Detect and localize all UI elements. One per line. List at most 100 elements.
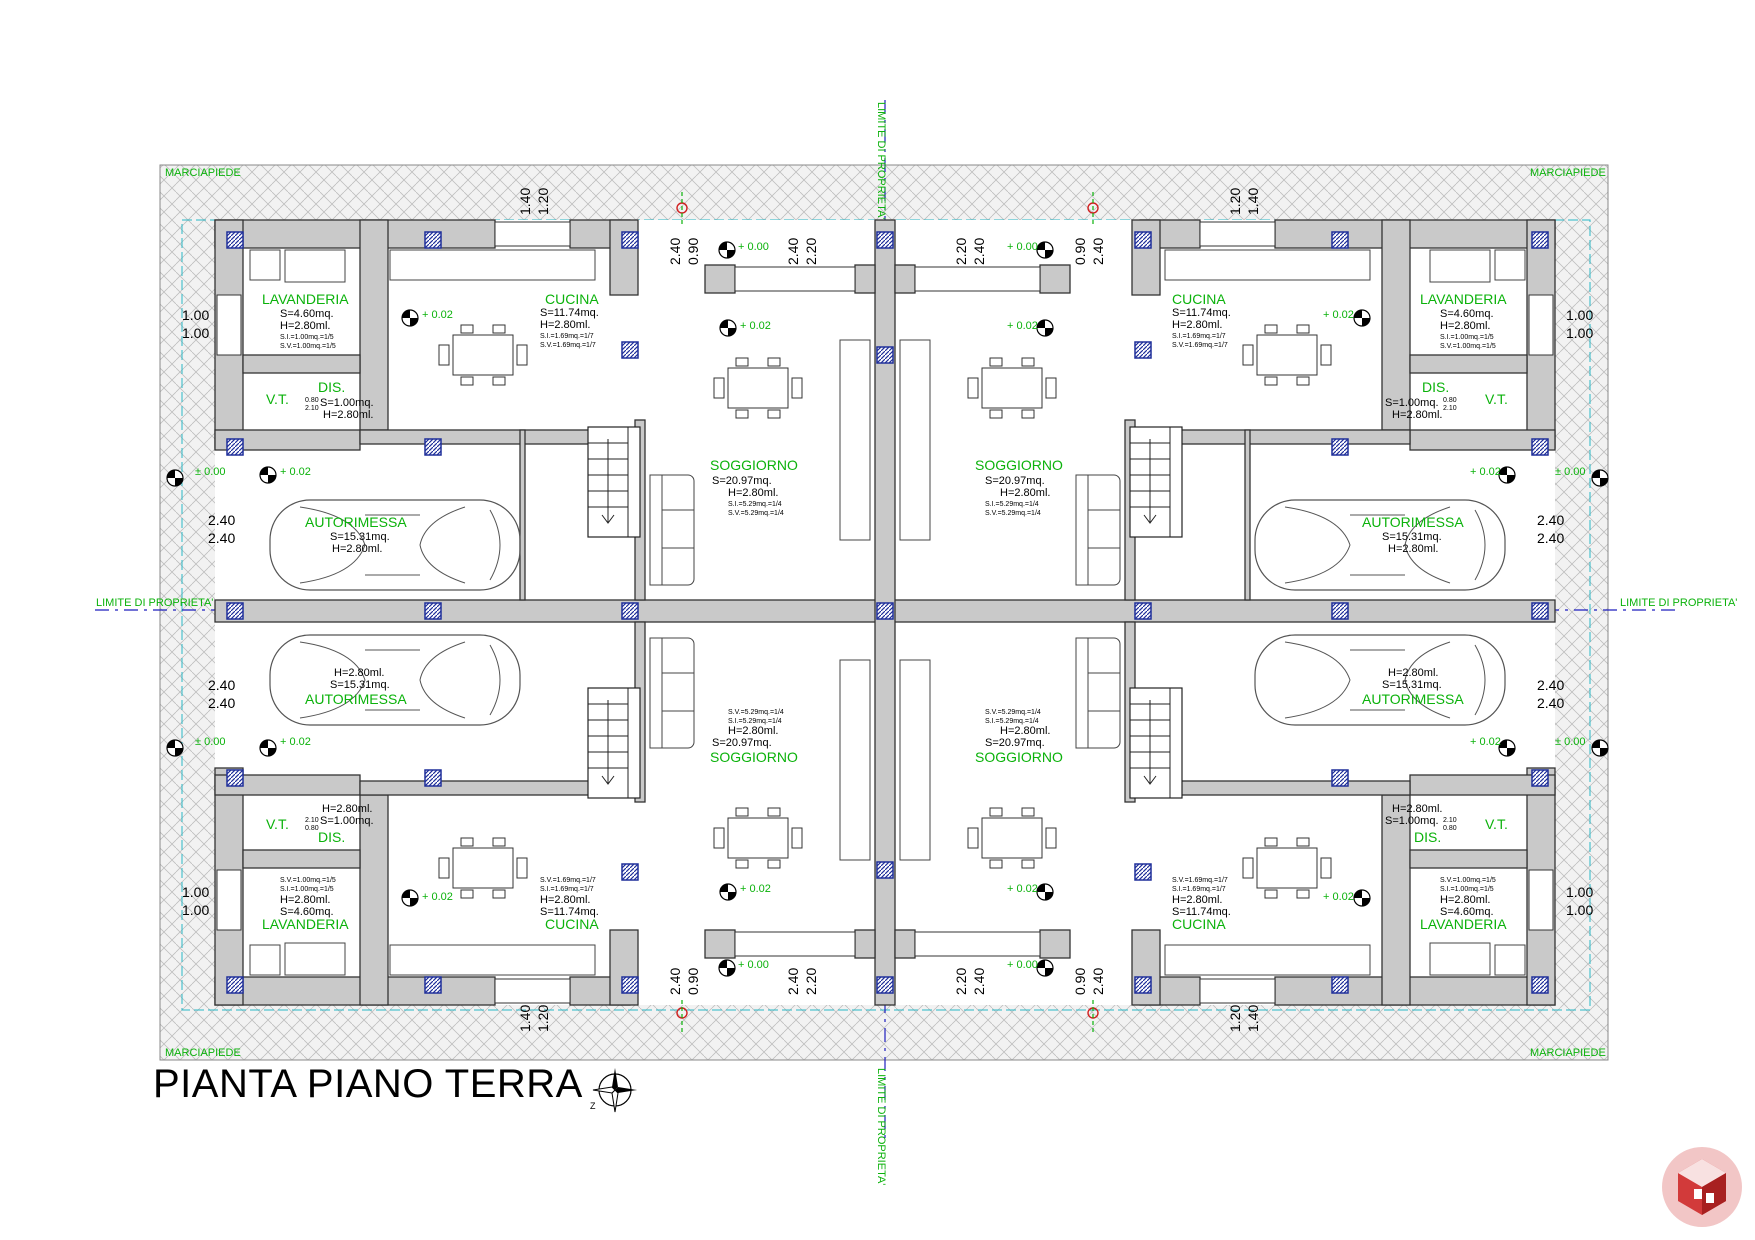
svg-text:+ 0.02: + 0.02 [1470, 736, 1501, 748]
svg-text:+ 0.02: + 0.02 [1007, 883, 1038, 895]
svg-text:1.20: 1.20 [1227, 1005, 1243, 1032]
svg-text:± 0.00: ± 0.00 [195, 736, 226, 748]
svg-text:2.40: 2.40 [1537, 530, 1564, 546]
svg-text:Z: Z [590, 1101, 596, 1111]
sidewalk-label-tl: MARCIAPIEDE [165, 167, 241, 179]
svg-text:1.40: 1.40 [1245, 188, 1261, 215]
svg-text:H=2.80ml.: H=2.80ml. [1388, 667, 1438, 679]
svg-text:+ 0.02: + 0.02 [1323, 891, 1354, 903]
svg-text:1.20: 1.20 [1227, 188, 1243, 215]
svg-text:+ 0.00: + 0.00 [1007, 241, 1038, 253]
svg-text:S=15.31mq.: S=15.31mq. [330, 531, 390, 543]
svg-text:H=2.80ml.: H=2.80ml. [332, 543, 382, 555]
boundary-label-right: LIMITE DI PROPRIETA' [1620, 597, 1737, 609]
svg-text:1.00: 1.00 [1566, 884, 1593, 900]
svg-text:S=15.31mq.: S=15.31mq. [1382, 531, 1442, 543]
svg-text:H=2.80ml.: H=2.80ml. [540, 894, 590, 906]
svg-text:S=20.97mq.: S=20.97mq. [712, 737, 772, 749]
svg-text:S=1.00mq.: S=1.00mq. [320, 397, 374, 409]
svg-text:+ 0.02: + 0.02 [280, 466, 311, 478]
svg-text:S.I.=1.69mq.=1/7: S.I.=1.69mq.=1/7 [1172, 886, 1226, 893]
svg-text:0.90: 0.90 [1072, 968, 1088, 995]
svg-text:DIS.: DIS. [318, 829, 345, 845]
svg-text:S.V.=1.69mq.=1/7: S.V.=1.69mq.=1/7 [1172, 342, 1228, 349]
svg-text:SOGGIORNO: SOGGIORNO [975, 749, 1063, 765]
svg-text:AUTORIMESSA: AUTORIMESSA [1362, 691, 1464, 707]
svg-text:S=15.31mq.: S=15.31mq. [1382, 679, 1442, 691]
svg-text:S.I.=5.29mq.=1/4: S.I.=5.29mq.=1/4 [728, 501, 782, 508]
svg-text:1.00: 1.00 [182, 902, 209, 918]
svg-text:S.V.=5.29mq.=1/4: S.V.=5.29mq.=1/4 [985, 709, 1041, 716]
svg-text:H=2.80ml.: H=2.80ml. [728, 487, 778, 499]
svg-text:S.V.=1.69mq.=1/7: S.V.=1.69mq.=1/7 [540, 342, 596, 349]
svg-text:DIS.: DIS. [318, 379, 345, 395]
svg-text:+ 0.02: + 0.02 [280, 736, 311, 748]
svg-text:1.20: 1.20 [535, 188, 551, 215]
svg-text:2.40: 2.40 [208, 512, 235, 528]
svg-text:2.40: 2.40 [785, 238, 801, 265]
svg-text:S.V.=1.00mq.=1/5: S.V.=1.00mq.=1/5 [1440, 343, 1496, 350]
svg-text:2.10: 2.10 [1443, 817, 1457, 824]
svg-text:2.40: 2.40 [785, 968, 801, 995]
svg-text:0.90: 0.90 [685, 238, 701, 265]
svg-text:LAVANDERIA: LAVANDERIA [1420, 916, 1507, 932]
svg-text:H=2.80ml.: H=2.80ml. [322, 803, 372, 815]
svg-text:S=4.60mq.: S=4.60mq. [280, 308, 334, 320]
svg-text:V.T.: V.T. [266, 391, 289, 407]
svg-text:2.40: 2.40 [667, 238, 683, 265]
svg-text:S.I.=1.00mq.=1/5: S.I.=1.00mq.=1/5 [280, 334, 334, 341]
unit-bottom-left: H=2.80ml. S=15.31mq. AUTORIMESSA S.V.=5.… [262, 667, 798, 932]
logo-icon [1662, 1147, 1742, 1227]
svg-text:2.40: 2.40 [1537, 695, 1564, 711]
svg-text:S.I.=1.69mq.=1/7: S.I.=1.69mq.=1/7 [540, 333, 594, 340]
svg-text:2.40: 2.40 [1090, 238, 1106, 265]
svg-text:1.00: 1.00 [1566, 902, 1593, 918]
svg-text:0.90: 0.90 [1072, 238, 1088, 265]
svg-text:1.20: 1.20 [535, 1005, 551, 1032]
svg-text:0.80: 0.80 [305, 825, 319, 832]
svg-text:2.10: 2.10 [1443, 405, 1457, 412]
svg-text:2.40: 2.40 [667, 968, 683, 995]
svg-text:2.40: 2.40 [1090, 968, 1106, 995]
svg-text:+ 0.00: + 0.00 [1007, 959, 1038, 971]
svg-text:AUTORIMESSA: AUTORIMESSA [1362, 514, 1464, 530]
svg-text:S=4.60mq.: S=4.60mq. [1440, 906, 1494, 918]
svg-text:+ 0.00: + 0.00 [738, 959, 769, 971]
drawing-title: PIANTA PIANO TERRA [153, 1062, 583, 1106]
svg-text:0.90: 0.90 [685, 968, 701, 995]
svg-text:2.40: 2.40 [1537, 677, 1564, 693]
svg-text:AUTORIMESSA: AUTORIMESSA [305, 514, 407, 530]
svg-text:H=2.80ml.: H=2.80ml. [1440, 894, 1490, 906]
svg-text:H=2.80ml.: H=2.80ml. [280, 320, 330, 332]
svg-text:H=2.80ml.: H=2.80ml. [1000, 725, 1050, 737]
svg-text:+ 0.02: + 0.02 [740, 883, 771, 895]
svg-text:S.V.=5.29mq.=1/4: S.V.=5.29mq.=1/4 [728, 709, 784, 716]
svg-text:CUCINA: CUCINA [1172, 916, 1226, 932]
svg-text:2.40: 2.40 [971, 238, 987, 265]
svg-text:0.80: 0.80 [1443, 825, 1457, 832]
svg-text:S.V.=1.69mq.=1/7: S.V.=1.69mq.=1/7 [540, 877, 596, 884]
svg-text:H=2.80ml.: H=2.80ml. [323, 409, 373, 421]
svg-text:+ 0.02: + 0.02 [422, 891, 453, 903]
svg-text:S=11.74mq.: S=11.74mq. [540, 906, 599, 918]
svg-text:1.40: 1.40 [1245, 1005, 1261, 1032]
svg-text:SOGGIORNO: SOGGIORNO [710, 457, 798, 473]
boundary-label-left: LIMITE DI PROPRIETA' [96, 597, 213, 609]
svg-text:V.T.: V.T. [266, 816, 289, 832]
svg-text:+ 0.02: + 0.02 [1470, 466, 1501, 478]
svg-text:0.80: 0.80 [1443, 397, 1457, 404]
svg-text:2.40: 2.40 [208, 677, 235, 693]
svg-text:S.V.=1.00mq.=1/5: S.V.=1.00mq.=1/5 [1440, 877, 1496, 884]
svg-text:+ 0.02: + 0.02 [1323, 309, 1354, 321]
svg-text:S.I.=1.69mq.=1/7: S.I.=1.69mq.=1/7 [540, 886, 594, 893]
svg-text:S.I.=1.00mq.=1/5: S.I.=1.00mq.=1/5 [1440, 334, 1494, 341]
svg-text:+ 0.00: + 0.00 [738, 241, 769, 253]
svg-text:SOGGIORNO: SOGGIORNO [975, 457, 1063, 473]
svg-text:2.20: 2.20 [803, 968, 819, 995]
svg-text:S=4.60mq.: S=4.60mq. [280, 906, 334, 918]
svg-text:S.V.=5.29mq.=1/4: S.V.=5.29mq.=1/4 [985, 510, 1041, 517]
svg-text:S=15.31mq.: S=15.31mq. [330, 679, 390, 691]
svg-text:LAVANDERIA: LAVANDERIA [262, 291, 349, 307]
svg-text:1.00: 1.00 [182, 884, 209, 900]
svg-text:S.V.=1.00mq.=1/5: S.V.=1.00mq.=1/5 [280, 877, 336, 884]
